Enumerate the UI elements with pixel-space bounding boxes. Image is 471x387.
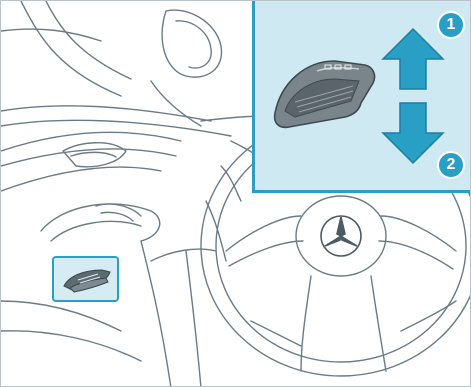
arrow-up-icon [383,29,443,89]
window-switch-icon [275,61,375,127]
callout-number-2: 2 [437,151,465,179]
star-emblem-icon [321,216,361,256]
switch-detail-inset: 1 2 [252,1,471,193]
callout-number-1: 1 [437,11,465,39]
arrow-down-icon [383,103,443,163]
window-switch-highlight [52,256,119,302]
window-switch-small-icon [54,258,121,304]
